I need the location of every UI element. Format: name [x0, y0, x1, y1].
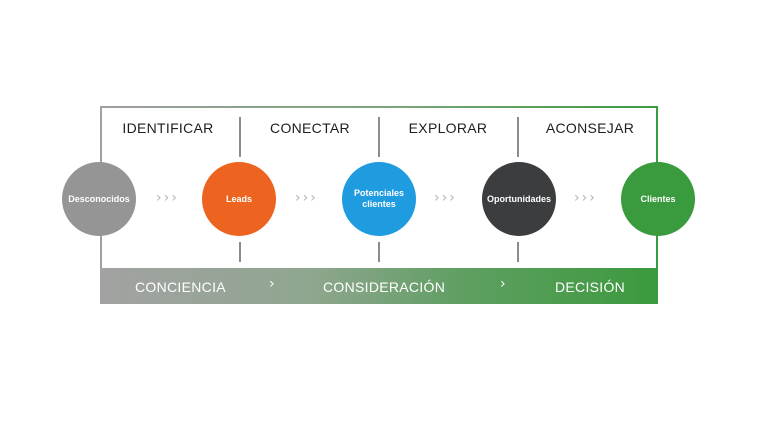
node-clientes: Clientes [621, 162, 695, 236]
stage-divider [517, 242, 519, 262]
stage-heading-explorar: EXPLORAR [408, 120, 488, 136]
chevron-right-icon: ››› [156, 190, 179, 206]
funnel-frame-left [100, 106, 102, 164]
funnel-frame-right [656, 106, 658, 164]
chevron-right-icon: › [269, 276, 275, 292]
node-label: Clientes [640, 193, 676, 204]
funnel-frame-left-lower [100, 232, 102, 268]
stage-heading-aconsejar: ACONSEJAR [545, 120, 635, 136]
phase-bar [100, 268, 658, 304]
stage-divider [239, 117, 241, 157]
phase-label-consideracion: CONSIDERACIÓN [323, 279, 446, 295]
phase-label-decision: DECISIÓN [555, 279, 626, 295]
funnel-frame-right-lower [656, 232, 658, 268]
node-desconocidos: Desconocidos [62, 162, 136, 236]
stage-heading-identificar: IDENTIFICAR [122, 120, 214, 136]
stage-divider [378, 117, 380, 157]
stage-heading-conectar: CONECTAR [270, 120, 350, 136]
stage-divider [239, 242, 241, 262]
chevron-right-icon: › [500, 276, 506, 292]
phase-label-conciencia: CONCIENCIA [135, 279, 226, 295]
node-label: Potenciales clientes [353, 188, 405, 209]
node-label: Leads [225, 193, 252, 204]
node-potenciales-clientes: Potenciales clientes [342, 162, 416, 236]
chevron-right-icon: ››› [574, 190, 597, 206]
node-oportunidades: Oportunidades [482, 162, 556, 236]
funnel-frame-top [100, 106, 658, 108]
stage-divider [378, 242, 380, 262]
node-leads: Leads [202, 162, 276, 236]
node-label: Oportunidades [486, 193, 551, 204]
stage-divider [517, 117, 519, 157]
node-label: Desconocidos [68, 193, 130, 204]
chevron-right-icon: ››› [434, 190, 457, 206]
chevron-right-icon: ››› [295, 190, 318, 206]
